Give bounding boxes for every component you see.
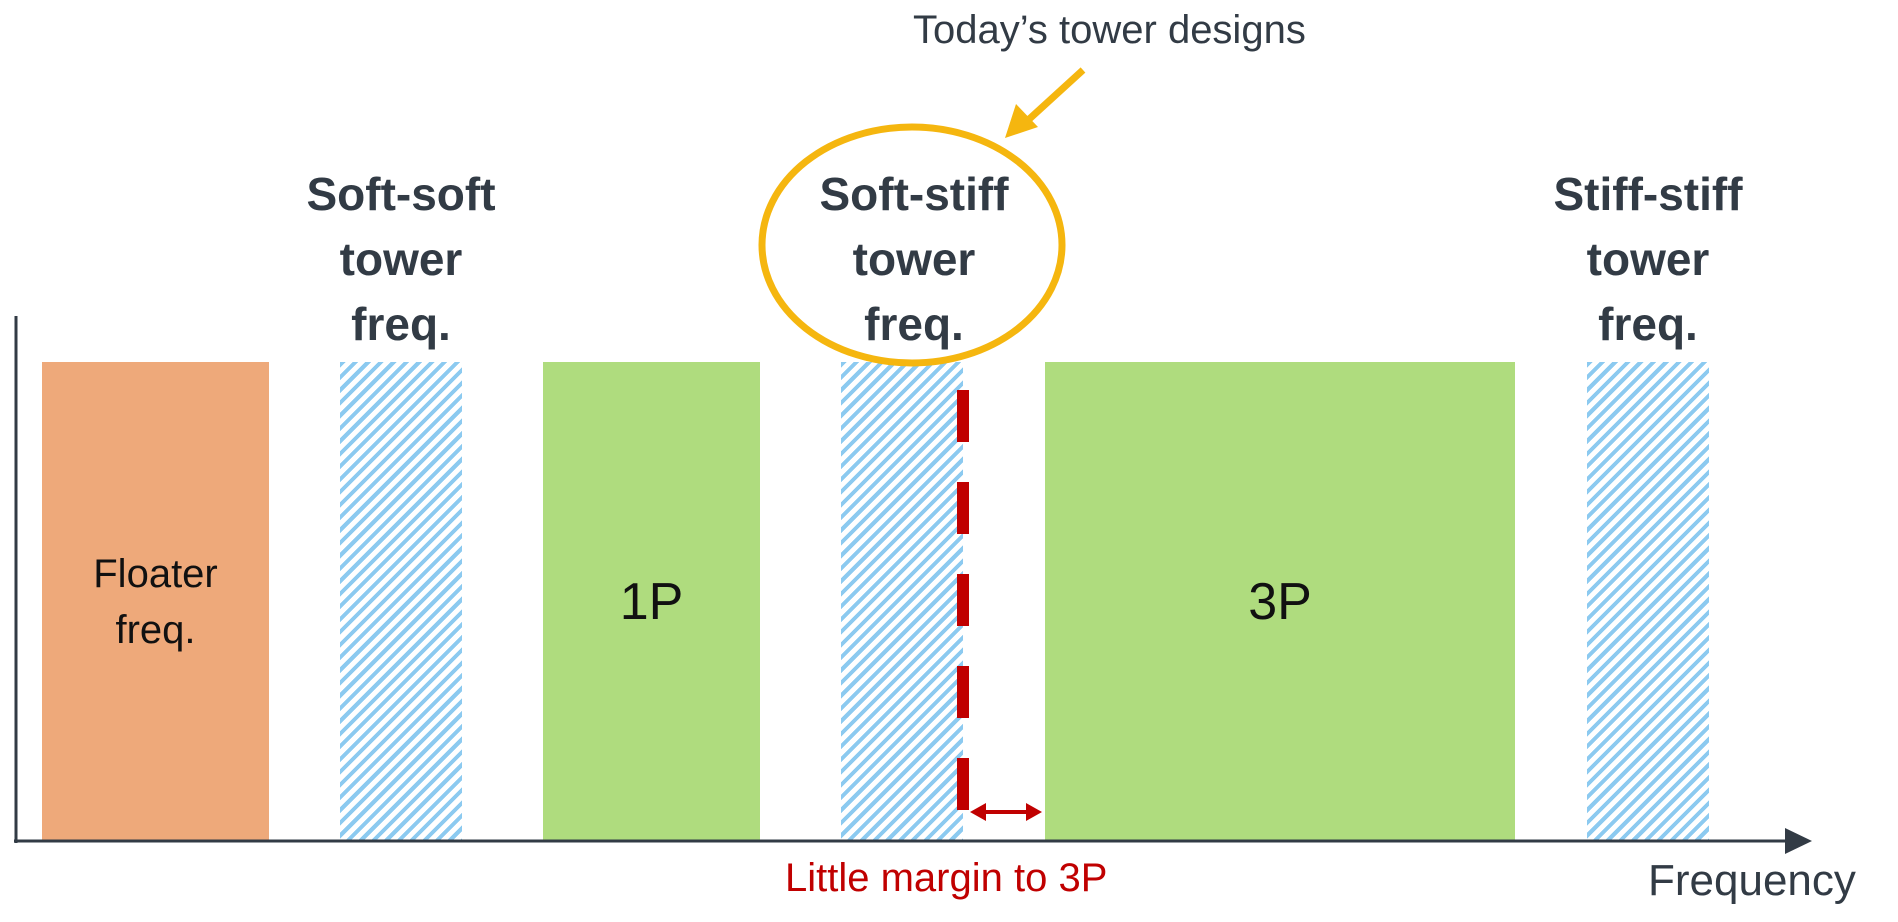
3p-label: 3P (1248, 572, 1312, 631)
1p-band (543, 362, 760, 841)
soft-soft-band (340, 362, 462, 841)
soft-stiff-band (841, 362, 963, 841)
soft-stiff-tower-label: Soft-stiff tower freq. (819, 168, 1009, 350)
floater-label: Floater freq. (93, 551, 218, 652)
x-axis-label: Frequency (1648, 856, 1856, 905)
3p-band (1045, 362, 1515, 841)
annotation-arrow-shaft (1023, 67, 1086, 125)
1p-label: 1P (619, 572, 684, 631)
today-tower-designs-annotation: Today’s tower designs (913, 8, 1306, 52)
soft-soft-tower-label: Soft-soft tower freq. (306, 168, 496, 350)
margin-arrow-right-head (1026, 803, 1042, 821)
soft-stiff-highlight-ellipse (758, 123, 1066, 367)
floater-band (42, 362, 269, 841)
stiff-stiff-tower-label: Stiff-stiff tower freq. (1553, 168, 1743, 350)
stiff-stiff-band (1587, 362, 1709, 841)
margin-label: Little margin to 3P (785, 856, 1108, 900)
margin-arrow-left-head (970, 803, 986, 821)
annotation-arrow-head (1005, 104, 1038, 138)
x-axis-arrowhead (1785, 828, 1812, 854)
